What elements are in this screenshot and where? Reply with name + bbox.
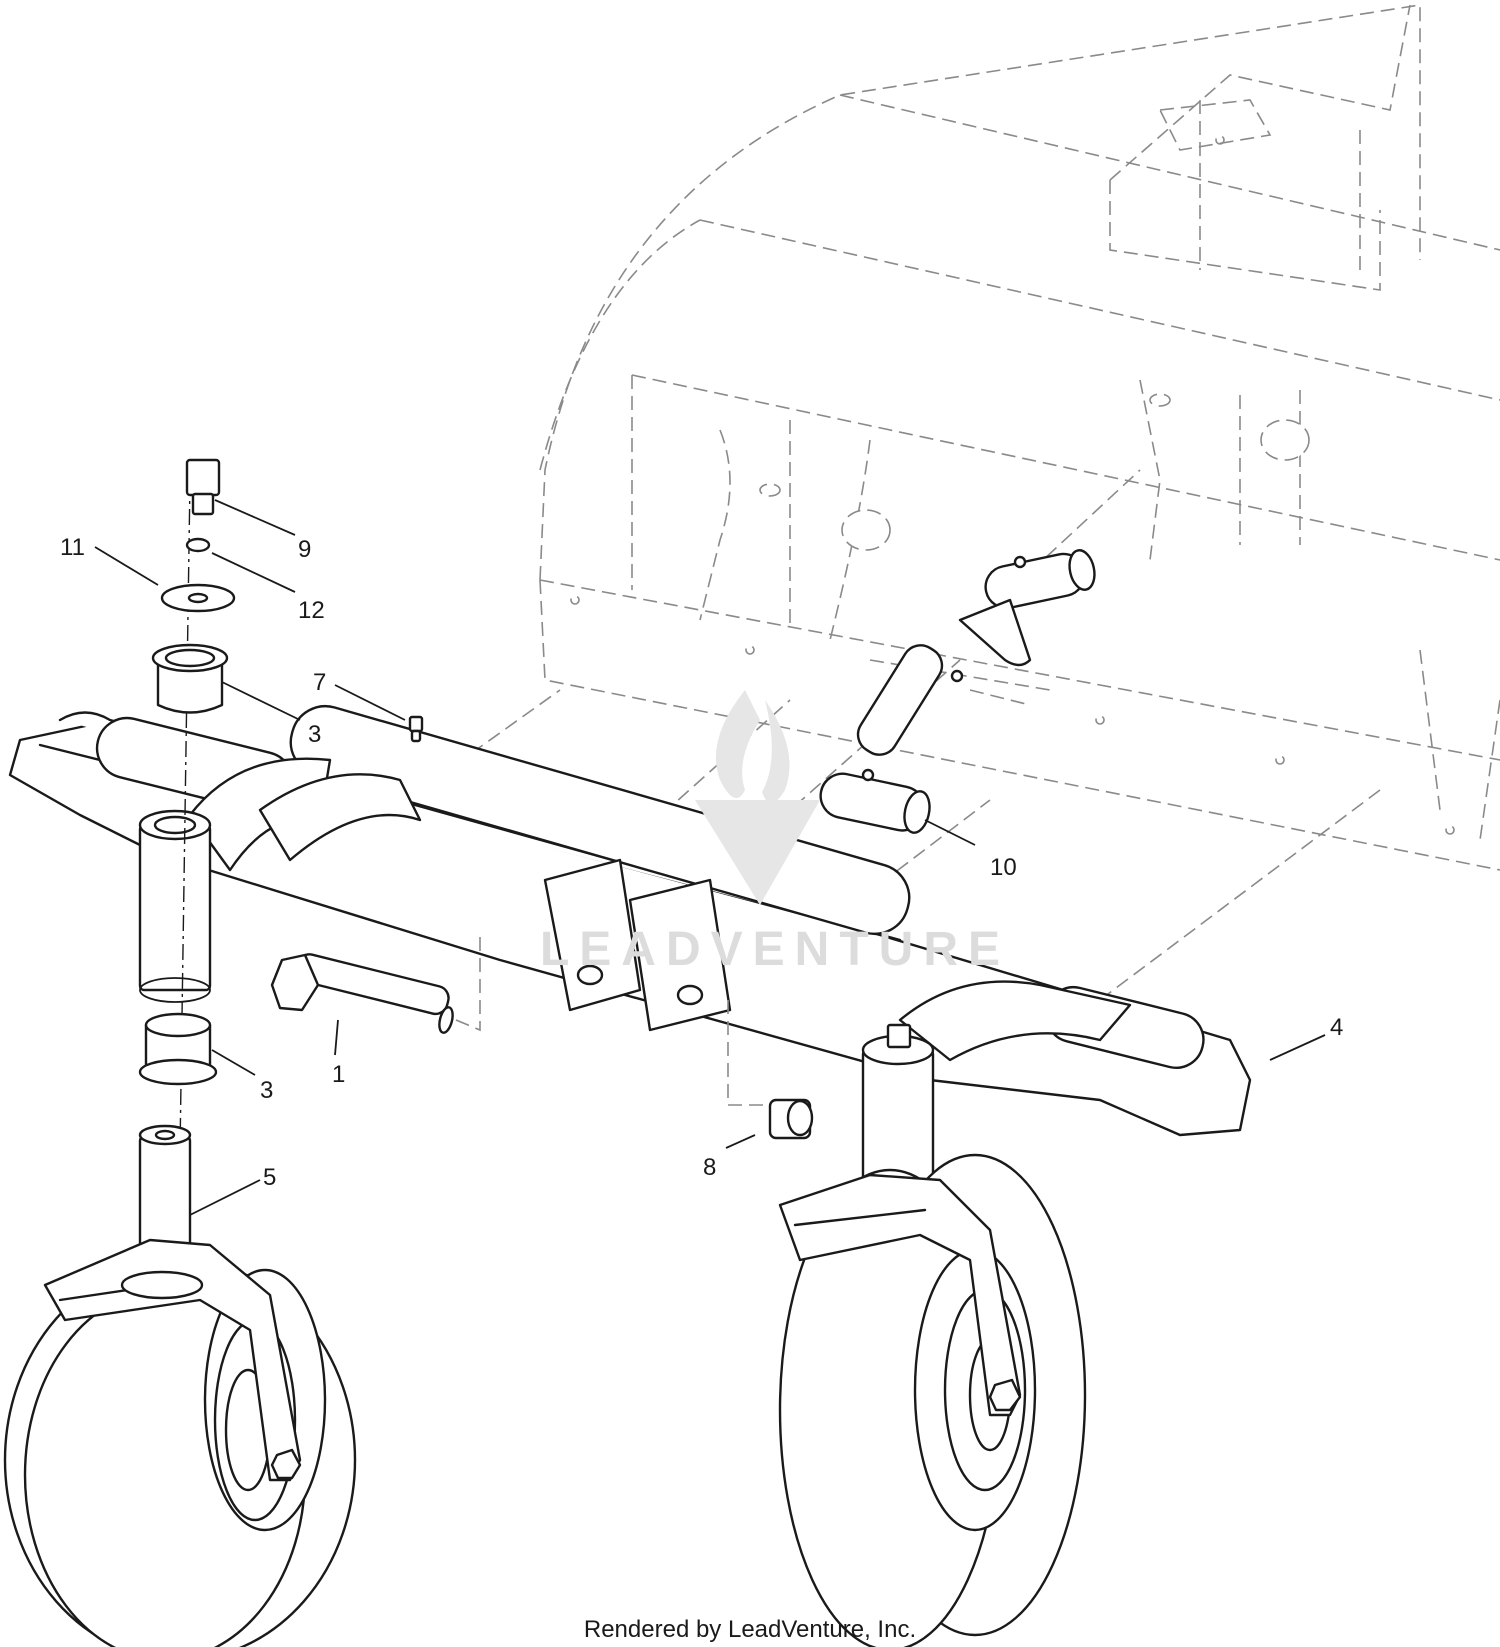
left-caster-pivot-tube <box>138 809 212 1003</box>
hex-bolt <box>270 935 481 1034</box>
callout-5: 5 <box>263 1164 276 1191</box>
left-caster-wheel <box>3 1124 357 1647</box>
left-hardware-stack <box>138 458 424 1151</box>
callout-7: 7 <box>313 669 326 696</box>
watermark-text: LEADVENTURE <box>540 923 1010 976</box>
callouts: 9 12 11 3 7 3 1 5 10 4 8 <box>60 534 1343 1191</box>
leader-lines <box>94 499 1326 1216</box>
callout-4: 4 <box>1330 1014 1343 1041</box>
callout-11: 11 <box>60 534 85 561</box>
callout-1: 1 <box>332 1061 345 1088</box>
callout-9: 9 <box>298 536 311 563</box>
leadventure-watermark: LEADVENTURE <box>540 690 1010 976</box>
callout-12: 12 <box>298 597 325 624</box>
callout-10: 10 <box>990 854 1017 881</box>
pivot-link <box>819 549 1096 834</box>
right-caster-wheel <box>778 1153 1087 1647</box>
callout-3a: 3 <box>308 721 321 748</box>
callout-3b: 3 <box>260 1077 273 1104</box>
lock-nut <box>727 1000 814 1140</box>
render-credit: Rendered by LeadVenture, Inc. <box>583 1616 917 1643</box>
mower-deck-ghost <box>539 4 1500 871</box>
callout-8: 8 <box>703 1154 716 1181</box>
